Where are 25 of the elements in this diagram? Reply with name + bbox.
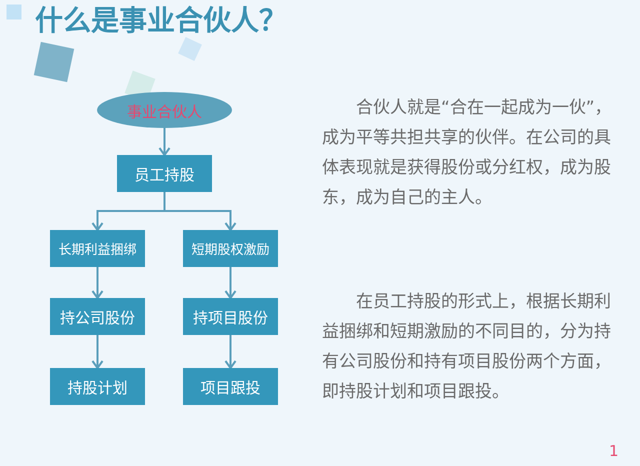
paragraph: 在员工持股的形式上，根据长期利益捆绑和短期激励的不同目的，分为持有公司股份和持有项目股份两个方面，即持股计划和项目跟投。: [322, 291, 612, 404]
process-box: [117, 155, 212, 192]
process-box: [50, 230, 145, 267]
process-box: [50, 368, 145, 405]
node-label: 长期利益捆绑: [58, 242, 136, 258]
arrow: [92, 267, 104, 299]
arrow: [224, 335, 236, 369]
node-label: 持公司股份: [60, 308, 135, 327]
paragraph: 合伙人就是“合在一起成为一伙”，成为平等共担共享的伙伴。在公司的具体表现就是获得股份或分红权，成为股东，成为自己的主人。: [322, 97, 613, 210]
node-label: 员工持股: [134, 165, 194, 184]
process-box: [50, 298, 145, 335]
node-label: 持股计划: [68, 378, 128, 397]
process-box: [183, 368, 278, 405]
page-number: 1: [609, 441, 619, 461]
oval-node: [97, 92, 232, 128]
process-box: [183, 298, 278, 335]
node-label: 项目跟投: [200, 378, 260, 397]
title: 什么是事业合伙人？: [35, 5, 287, 37]
node-label: 事业合伙人: [127, 102, 202, 120]
arrow: [224, 267, 236, 299]
node-label: 持项目股份: [193, 308, 268, 327]
arrow: [158, 128, 170, 156]
node-label: 短期股权激励: [192, 242, 270, 258]
arrow: [92, 335, 104, 369]
process-box: [183, 230, 278, 267]
